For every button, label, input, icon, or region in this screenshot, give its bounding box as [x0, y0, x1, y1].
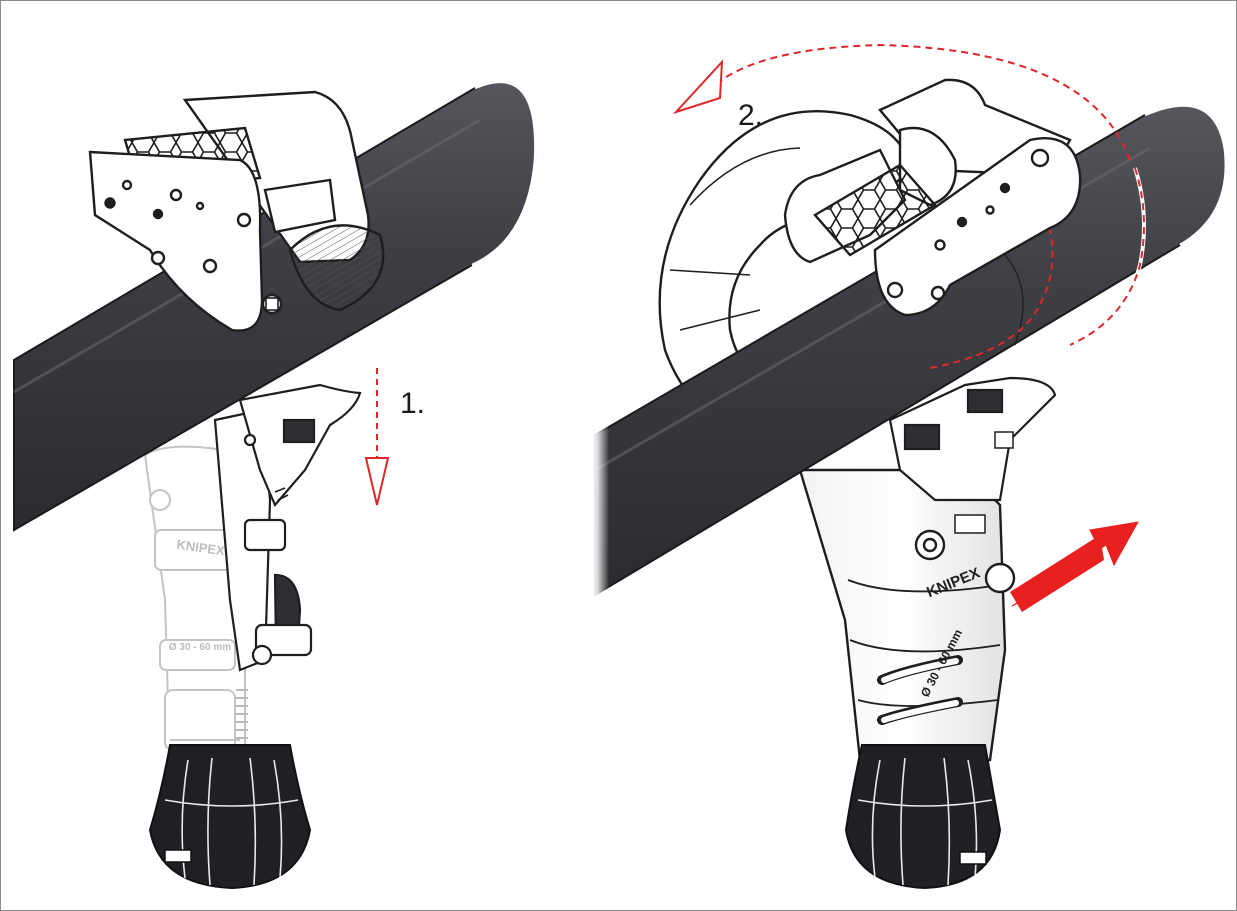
base-knob-left: [148, 744, 312, 890]
push-arrow-icon: [1010, 521, 1139, 612]
left-panel: KNIPEX Ø 30 - 60 mm: [13, 80, 537, 890]
cutter-head-left: [88, 90, 385, 332]
ghost-handle: KNIPEX Ø 30 - 60 mm: [143, 445, 248, 771]
base-knob-right: [844, 744, 1002, 890]
motion-arrow-down-icon: [364, 368, 390, 506]
slider-mechanism: [213, 408, 313, 672]
ghost-brand-text: KNIPEX: [176, 537, 226, 559]
step-2-label: 2.: [738, 99, 763, 132]
cutter-head-right: [783, 78, 1082, 317]
right-panel: KNIPEX Ø 30 - 60 mm: [590, 43, 1228, 890]
pipe-right: [590, 104, 1228, 605]
handle-right: KNIPEX Ø 30 - 60 mm: [798, 468, 1016, 762]
step-1-label: 1.: [400, 387, 425, 420]
rotation-arrow-icon: [672, 43, 1146, 369]
jaw-neck-right: [888, 376, 1057, 502]
jaw-neck-left: [238, 383, 362, 508]
ghost-range-text: Ø 30 - 60 mm: [169, 642, 231, 653]
